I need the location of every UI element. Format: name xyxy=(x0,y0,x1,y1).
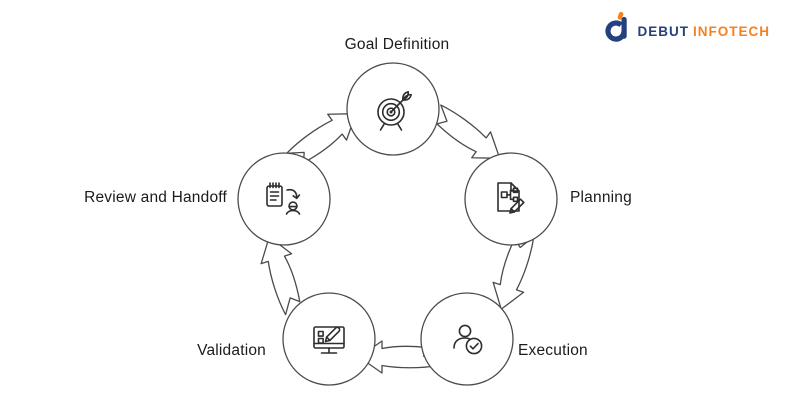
document-flowchart-pencil-icon xyxy=(497,182,525,214)
monitor-checklist-pencil-icon xyxy=(313,326,345,354)
person-check-icon xyxy=(453,324,483,355)
notepad-handoff-person-icon xyxy=(266,182,301,215)
step-circle-review-handoff xyxy=(237,152,331,246)
step-circle-execution xyxy=(420,292,514,386)
target-arrow-icon xyxy=(377,91,412,131)
logo-word-infotech: INFOTECH xyxy=(693,23,770,39)
label-validation: Validation xyxy=(197,342,266,359)
label-goal-definition: Goal Definition xyxy=(344,36,450,53)
label-execution: Execution xyxy=(518,342,588,359)
label-planning: Planning xyxy=(570,189,632,206)
label-review-handoff: Review and Handoff xyxy=(84,189,227,206)
debut-infotech-logo-icon xyxy=(604,11,627,42)
logo-word-debut: DEBUT xyxy=(637,23,689,39)
